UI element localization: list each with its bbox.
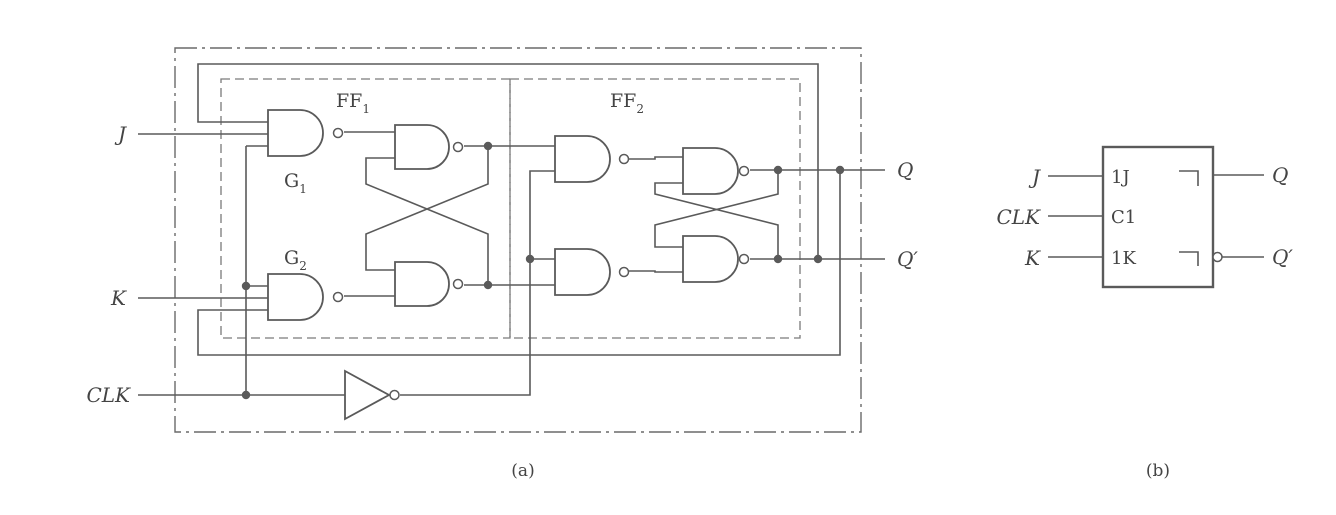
junction-dot (241, 390, 251, 400)
ff1-cross-wire-2 (365, 157, 489, 285)
ff2-cross-wire-1 (654, 170, 779, 248)
junction-dot (813, 254, 823, 264)
clk-inverted-wire (400, 170, 555, 396)
symbol-qn-label: Q′ (1272, 245, 1293, 269)
g2-gate-label: G2 (284, 247, 307, 273)
nand-gate-g3 (554, 135, 630, 183)
symbol-clk-label: CLK (996, 205, 1041, 229)
diagram-b: J CLK K 1J C1 1K Q Q′ (b) (996, 145, 1293, 481)
clk-inverter (344, 369, 400, 421)
nand-gate-g7 (682, 147, 750, 195)
nand-gate-g5 (394, 124, 464, 170)
nand-gate-g8 (682, 235, 750, 283)
nand-gate-g1 (267, 109, 344, 157)
junction-dot (483, 280, 493, 290)
junction-dot (773, 165, 783, 175)
caption-b: (b) (1146, 461, 1170, 481)
j-input-label: J (114, 122, 127, 146)
g3-out-wire (629, 156, 683, 160)
ff2-cross-wire-2 (654, 182, 779, 259)
jk-symbol-box (1101, 145, 1215, 289)
junction-dot (835, 165, 845, 175)
symbol-k-label: K (1024, 246, 1041, 270)
junction-dot (525, 254, 535, 264)
diagram-a: J K CLK Q Q′ FF1 FF2 G1 G2 (a) (86, 47, 918, 481)
junction-dot (483, 141, 493, 151)
nand-gate-g6 (394, 261, 464, 307)
postponed-output-mark (1179, 251, 1199, 266)
ff2-block-frame (509, 78, 801, 339)
caption-a: (a) (511, 461, 534, 481)
q-feedback-wire (197, 169, 841, 356)
k-input-label: K (110, 286, 127, 310)
ff1-cross-wire-1 (365, 146, 489, 271)
outer-dashdot-frame (174, 47, 862, 433)
pin-c1-label: C1 (1111, 207, 1136, 228)
clk-input-label: CLK (86, 383, 131, 407)
ff2-block-label: FF2 (610, 90, 644, 116)
nand-gate-g4 (554, 248, 630, 296)
pin-1k-label: 1K (1111, 248, 1136, 269)
symbol-j-label: J (1028, 165, 1041, 189)
junction-dot (773, 254, 783, 264)
g4-out-wire (629, 270, 683, 273)
symbol-qn-bubble (1212, 251, 1223, 263)
ff1-block-label: FF1 (336, 90, 370, 116)
g1-gate-label: G1 (284, 170, 307, 196)
qn-feedback-wire (197, 63, 819, 259)
symbol-q-label: Q (1272, 163, 1288, 187)
ff1-block-frame (220, 78, 511, 339)
qn-output-label: Q′ (897, 247, 918, 271)
junction-dot (241, 281, 251, 291)
postponed-output-mark (1179, 170, 1199, 186)
pin-1j-label: 1J (1111, 167, 1130, 188)
q-output-label: Q (897, 158, 913, 182)
nand-gate-g2 (267, 273, 344, 321)
